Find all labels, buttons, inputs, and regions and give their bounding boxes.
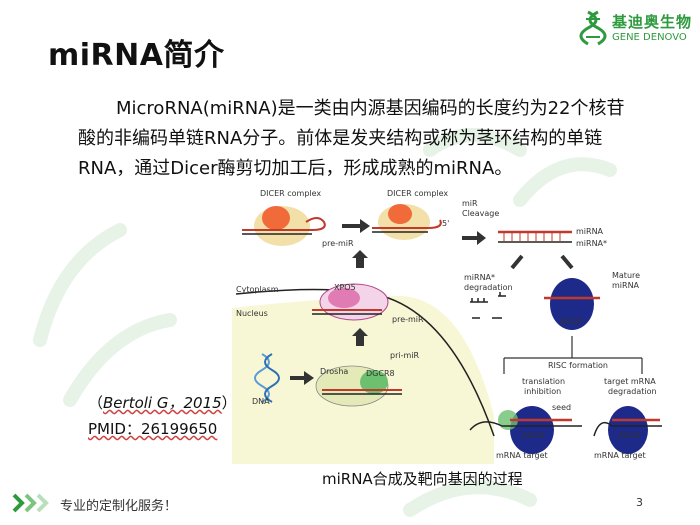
company-logo: 基迪奥生物 GENE DENOVO <box>578 8 693 54</box>
label-dna: DNA <box>252 397 270 406</box>
label-cytoplasm: Cytoplasm <box>236 285 279 294</box>
arrow-right-icon <box>290 371 314 385</box>
dicer-core-2 <box>388 204 412 224</box>
figure-caption: miRNA合成及靶向基因的过程 <box>322 470 523 488</box>
label-ago2-2: AGO2 <box>522 431 545 440</box>
reference-block: （Bertoli G，2015） PMID：26199650 <box>88 390 237 442</box>
chevron-arrows-icon <box>12 493 49 513</box>
logo-english-name: GENE DENOVO <box>612 32 687 43</box>
label-five-prime: 5' <box>442 219 449 228</box>
label-xpo5: XPO5 <box>334 283 356 292</box>
label-pre-mir-2: pre-miR <box>392 315 424 324</box>
label-target-1: target mRNA <box>604 377 656 386</box>
citation-close: ） <box>221 394 237 412</box>
intro-paragraph: MicroRNA(miRNA)是一类由内源基因编码的长度约为22个核苷 酸的非编… <box>78 94 678 184</box>
dicer-core-1 <box>262 206 290 230</box>
citation-open: （ <box>88 394 104 412</box>
arrow-up-icon <box>352 328 368 346</box>
label-ago2-3: AGO2 <box>618 431 641 440</box>
arrow-right-icon <box>342 219 370 233</box>
label-mirna-star-deg-1: miRNA* <box>464 273 495 282</box>
label-mirna-star: miRNA* <box>576 239 607 248</box>
label-mirna: miRNA <box>576 227 604 236</box>
dna-helix-icon <box>254 353 270 403</box>
label-pri-mir: pri-miR <box>390 351 419 360</box>
label-nucleus: Nucleus <box>236 309 268 318</box>
label-transl-2: inhibition <box>524 387 561 396</box>
xpo5-core <box>328 288 360 308</box>
label-ago2-1: AGO2 <box>560 317 583 326</box>
intro-line-2: 酸的非编码单链RNA分子。前体是发夹结构或称为茎环结构的单链 <box>78 128 603 149</box>
logo-chinese-name: 基迪奥生物 <box>612 13 693 31</box>
arrow-right-icon <box>462 231 486 245</box>
label-mrna-target-2: mRNA target <box>594 451 646 460</box>
dgcr8-core <box>360 370 388 394</box>
dna-logo-icon <box>579 10 607 46</box>
label-risc: RISC formation <box>548 361 608 370</box>
intro-line-1: MicroRNA(miRNA)是一类由内源基因编码的长度约为22个核苷 <box>116 98 625 119</box>
label-dicer-complex-1: DICER complex <box>260 189 321 198</box>
intro-line-3: RNA，通过Dicer酶剪切加工后，形成成熟的miRNA。 <box>78 158 513 179</box>
label-mature-1: Mature <box>612 271 640 280</box>
page-number: 3 <box>636 496 643 509</box>
label-dgcr8: DGCR8 <box>366 369 395 378</box>
ago2-complex-2 <box>510 406 554 454</box>
pmid: PMID：26199650 <box>88 420 218 438</box>
label-seed: seed <box>552 403 571 412</box>
label-pre-mir-1: pre-miR <box>322 239 354 248</box>
label-transl-1: translation <box>522 377 565 386</box>
mirna-biogenesis-diagram: DICER complex pre-miR DICER complex 5' m… <box>232 189 662 464</box>
citation-line: （Bertoli G，2015） <box>88 390 237 416</box>
label-mrna-target-1: mRNA target <box>496 451 548 460</box>
citation-author: Bertoli G，2015 <box>103 394 222 412</box>
label-mir-cleavage-1: miR <box>462 199 478 208</box>
label-mirna-star-deg-2: degradation <box>464 283 513 292</box>
label-drosha: Drosha <box>320 367 348 376</box>
label-target-2: degradation <box>608 387 657 396</box>
arrow-up-icon <box>352 250 368 268</box>
label-dicer-complex-2: DICER complex <box>387 189 448 198</box>
ago2-complex-1 <box>550 278 594 330</box>
ago2-complex-3 <box>608 406 648 454</box>
label-mature-2: miRNA <box>612 281 640 290</box>
footer-slogan: 专业的定制化服务！ <box>60 499 178 514</box>
label-mir-cleavage-2: Cleavage <box>462 209 499 218</box>
page-title: miRNA简介 <box>48 38 225 73</box>
